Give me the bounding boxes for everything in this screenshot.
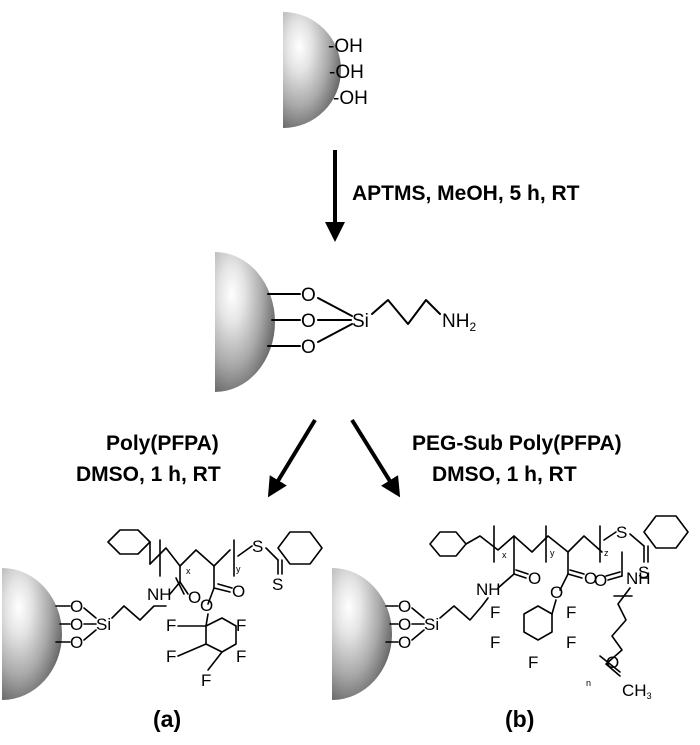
step2b-reagent: PEG-Sub Poly(PFPA) xyxy=(412,432,622,455)
step2a-arrow xyxy=(267,418,317,498)
b-methyl: CH3 xyxy=(622,681,652,701)
a-sub-y: y xyxy=(236,564,241,574)
b-s-2: S xyxy=(638,563,649,582)
a-nh: NH xyxy=(147,585,172,604)
b-f-2: F xyxy=(566,603,576,622)
product-a-structure: O O O Si NH O x y O O F F F xyxy=(55,529,323,690)
a-o-2: O xyxy=(70,615,83,634)
top-hydroxyl-groups: -OH -OH -OH xyxy=(328,36,368,109)
hydroxyl-2: -OH xyxy=(329,62,364,83)
mid-o-2: O xyxy=(301,311,316,332)
b-sub-n: n xyxy=(586,678,591,688)
a-amide-o: O xyxy=(188,588,201,607)
b-nh: NH xyxy=(476,580,501,599)
mid-particle-sphere xyxy=(215,252,275,392)
b-peg-o: O xyxy=(594,571,607,590)
b-f-1: F xyxy=(490,603,500,622)
b-o-3: O xyxy=(398,633,411,652)
b-peg-o2: O xyxy=(606,653,619,672)
top-particle xyxy=(283,12,341,128)
step2b-conditions: DMSO, 1 h, RT xyxy=(432,463,577,486)
mid-o-1: O xyxy=(301,285,316,306)
hydroxyl-1: -OH xyxy=(328,36,363,57)
a-o-1: O xyxy=(70,597,83,616)
b-o-2: O xyxy=(398,615,411,634)
a-ester-o2: O xyxy=(200,596,213,615)
mid-o-3: O xyxy=(301,337,316,358)
a-si: Si xyxy=(96,615,111,634)
top-particle-sphere xyxy=(283,12,341,128)
b-ester-o: O xyxy=(584,569,597,588)
b-sub-y: y xyxy=(550,548,555,558)
mid-si: Si xyxy=(352,311,369,332)
a-f-3: F xyxy=(166,647,176,666)
product-b-structure: O O O Si NH x y z O O O F F F xyxy=(385,515,689,701)
step2a-reagent: Poly(PFPA) xyxy=(106,432,219,455)
panel-label-a: (a) xyxy=(153,706,181,732)
b-f-4: F xyxy=(566,633,576,652)
b-o-1: O xyxy=(398,597,411,616)
b-s-1: S xyxy=(616,523,627,542)
b-si: Si xyxy=(424,615,439,634)
a-f-1: F xyxy=(166,616,176,635)
b-peg-nh: NH xyxy=(626,569,651,588)
b-ester-o2: O xyxy=(550,583,563,602)
a-ester-o: O xyxy=(232,582,245,601)
a-s-1: S xyxy=(252,537,263,556)
b-f-3: F xyxy=(490,633,500,652)
a-f-4: F xyxy=(236,647,246,666)
step1-conditions: APTMS, MeOH, 5 h, RT xyxy=(352,182,580,205)
b-f-5: F xyxy=(528,653,538,672)
panel-label-b: (b) xyxy=(505,706,534,732)
a-s-2: S xyxy=(272,575,283,594)
a-o-3: O xyxy=(70,633,83,652)
step2a-conditions: DMSO, 1 h, RT xyxy=(76,463,221,486)
mid-amine: NH2 xyxy=(442,311,476,334)
product-a-sphere xyxy=(2,568,62,700)
a-f-2: F xyxy=(236,616,246,635)
hydroxyl-3: -OH xyxy=(333,88,368,109)
step2b-arrow xyxy=(350,418,401,498)
product-b-sphere xyxy=(332,568,392,700)
a-f-5: F xyxy=(201,671,211,690)
mid-silane: O O O Si NH2 xyxy=(267,285,476,358)
a-sub-x: x xyxy=(186,566,191,576)
b-amide-o: O xyxy=(528,569,541,588)
b-sub-x: x xyxy=(502,550,507,560)
b-sub-z: z xyxy=(604,548,609,558)
